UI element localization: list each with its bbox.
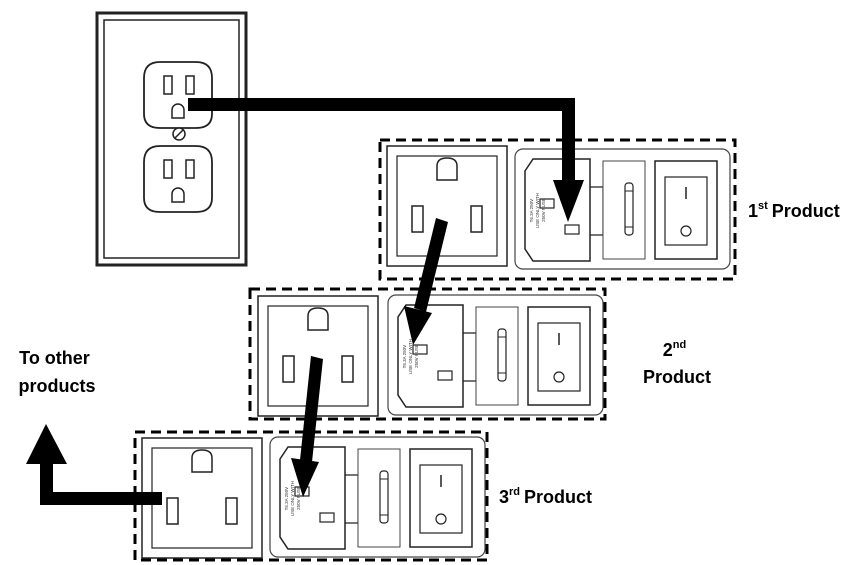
product-1: T6.3A 250V USE ONLY WITH 250V FUSE [378,138,737,281]
product-2: T6.3A 250V USE ONLY WITH 250V FUSE [248,287,607,421]
product-1-module-text-1: T6.3A 250V [529,199,534,223]
svg-text:T6.3A 250V USE ONLY WITH: T6.3A 250V USE ONLY WITH 250V FUSE [284,480,301,516]
arrow-wall-to-product-1 [188,98,584,222]
svg-text:T6.3A 250V USE ONLY WITH: T6.3A 250V USE ONLY WITH 250V FUSE [402,338,419,374]
product-1-boundary [378,138,737,281]
arrow-product-1-to-product-2 [404,218,448,345]
product-2-label: 2nd Product [643,332,711,387]
arrow-product-3-to-other [26,424,162,505]
wall-lower-receptacle [143,145,213,213]
to-other-products-label: To other products [18,348,95,396]
product-2-module-text-2: USE ONLY WITH [408,339,413,374]
arrow-product-2-to-product-3 [291,356,323,497]
wall-outlet [95,11,248,267]
wall-upper-receptacle [143,61,213,129]
product-3-module-text-2: USE ONLY WITH [290,481,295,516]
connection-arrows [26,98,584,505]
product-3-module-text-3: 250V FUSE [296,486,301,510]
svg-text:T6.3A 250V USE ONLY WITH: T6.3A 250V USE ONLY WITH 250V FUSE [529,192,546,228]
product-1-power-module [514,148,731,270]
wall-screw [172,127,186,141]
product-1-outlet [386,145,508,267]
product-2-module-text-1: T6.3A 250V [402,345,407,369]
product-3-module-text-1: T6.3A 250V [284,487,289,511]
product-1-module-text-2: USE ONLY WITH [535,193,540,228]
product-2-module-text-3: 250V FUSE [414,344,419,368]
product-1-module-text-3: 250V FUSE [541,198,546,222]
